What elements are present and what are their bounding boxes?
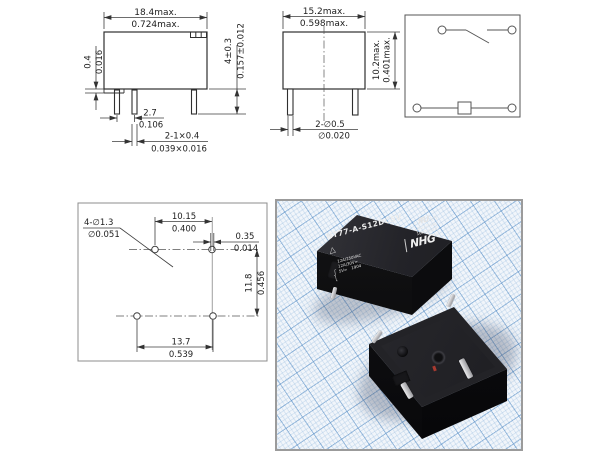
dim-pitch-side-mm: 11.8 — [245, 274, 255, 293]
relay-pins — [113, 89, 198, 115]
contact-terminal-left — [437, 25, 447, 35]
side-view-labels: 18.4max. 0.724max. 0.4 0.016 4±0.3 0.157… — [84, 8, 247, 155]
dim-pitch-bottom-in: 0.539 — [169, 350, 193, 360]
dim-pitch-bottom-mm: 13.7 — [172, 338, 191, 348]
dim-pitch-side-in: 0.456 — [257, 271, 267, 295]
pcb-layout-drawing: 4-∅1.3 ∅0.051 10.15 0.400 0.35 0.014 11.… — [77, 202, 268, 362]
pcb-layout-border — [77, 202, 268, 362]
front-view-labels: 15.2max. 0.598max. 10.2max. 0.401max. 2-… — [300, 7, 393, 142]
dim-pin-size-in: 0.039×0.016 — [151, 145, 207, 155]
dim-pitch-top-in: 0.400 — [172, 225, 196, 235]
front-view-drawing — [282, 26, 366, 121]
warning-triangle-icon: △ — [328, 244, 337, 256]
dim-front-width-mm: 15.2max. — [303, 7, 346, 17]
pcb-dimension-lines — [83, 217, 260, 352]
coil-terminal-right — [507, 103, 517, 113]
registered-mark: ® — [434, 232, 440, 239]
dim-side-width-in: 0.724max. — [131, 20, 179, 30]
relay2-center-rivet — [431, 350, 446, 365]
schematic-border — [404, 14, 521, 118]
schematic-diagram — [404, 14, 521, 118]
dim-front-height-in: 0.401max. — [383, 37, 393, 83]
date-code: 1904 — [351, 263, 362, 271]
dim-hole-dia-in: ∅0.051 — [88, 230, 120, 240]
dim-offset-mm: 0.35 — [236, 232, 255, 242]
side-view-drawing — [103, 31, 208, 115]
dim-standoff-in: 0.016 — [95, 50, 105, 74]
hole-center-lines — [116, 249, 260, 317]
dim-front-width-in: 0.598max. — [300, 19, 348, 29]
coil-rating: 5V= — [338, 267, 348, 274]
dim-front-height-mm: 10.2max. — [372, 40, 382, 80]
relay-pins-front — [286, 88, 359, 116]
pcb-labels: 4-∅1.3 ∅0.051 10.15 0.400 0.35 0.014 11.… — [84, 212, 267, 360]
dim-pin-pitch-in: 0.106 — [139, 121, 163, 131]
product-photo: NT77-A-S12DC5V △ c ЯU US 12A/125VAC 10A/… — [275, 199, 523, 451]
dim-pin-size-mm: 2-1×0.4 — [165, 132, 200, 142]
dim-standoff-mm: 0.4 — [84, 55, 94, 69]
dim-pin-pitch-mm: 2.7 — [143, 109, 157, 119]
contact-terminal-right — [507, 25, 517, 35]
standoff-step — [103, 89, 125, 94]
dim-hole-dia-mm: 4-∅1.3 — [84, 218, 113, 228]
switch-blade — [465, 29, 490, 44]
vent-notches — [190, 31, 207, 38]
dim-pin-dia-mm: 2-∅0.5 — [315, 120, 344, 130]
dim-offset-in: 0.014 — [234, 244, 258, 254]
side-view-dimensions — [85, 12, 246, 146]
coil-symbol — [457, 101, 472, 115]
dim-side-width-mm: 18.4max. — [134, 8, 177, 18]
relay2-core-post — [397, 346, 408, 357]
dim-pin-length-mm: 4±0.3 — [224, 38, 234, 64]
dim-pin-length-in: 0.157±0.012 — [237, 23, 247, 79]
dim-pitch-top-mm: 10.15 — [172, 212, 196, 222]
front-view-dimensions — [270, 11, 400, 136]
relay-body-outline — [103, 31, 208, 90]
dim-pin-dia-in: ∅0.020 — [318, 132, 350, 142]
coil-terminal-left — [412, 103, 422, 113]
